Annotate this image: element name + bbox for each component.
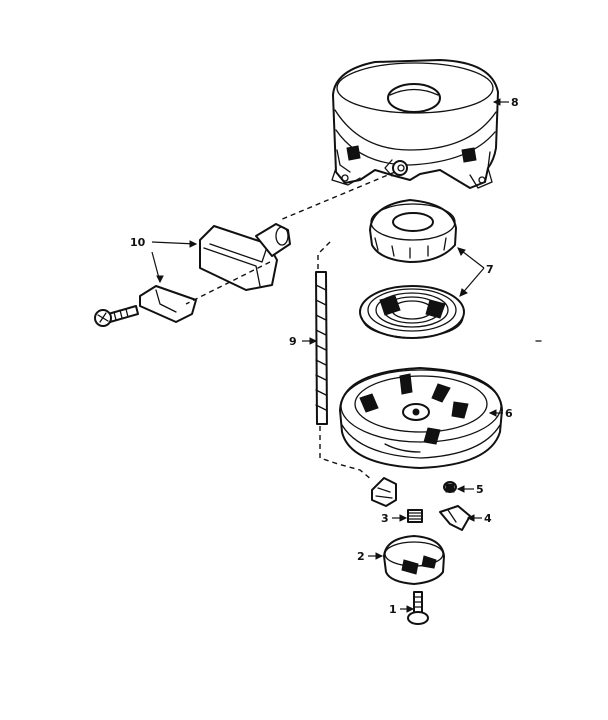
callout-5: 5 (476, 483, 484, 496)
callout-8: 8 (511, 96, 519, 109)
pulley-icon (339, 367, 503, 469)
leader-lines (151, 98, 509, 613)
callout-9: 9 (289, 335, 297, 348)
callout-10: 10 (130, 236, 146, 249)
spring-cup-icon (383, 535, 445, 585)
starter-housing-icon (331, 59, 499, 189)
handle-assembly-icon (94, 223, 291, 327)
callout-6: 6 (505, 407, 513, 420)
callout-4: 4 (484, 512, 492, 525)
assembly-path-line (185, 171, 396, 481)
pawl-icon (439, 505, 471, 531)
screw-icon (407, 591, 429, 625)
retainer-icon (371, 477, 397, 507)
small-spring-icon (407, 509, 423, 523)
callout-2: 2 (357, 550, 365, 563)
rope-icon (315, 271, 328, 425)
callout-1: 1 (389, 603, 397, 616)
callout-7: 7 (486, 263, 494, 276)
callout-3: 3 (381, 512, 389, 525)
rewind-spring-assembly-icon (359, 199, 465, 339)
pawl-spring-icon (443, 481, 457, 493)
